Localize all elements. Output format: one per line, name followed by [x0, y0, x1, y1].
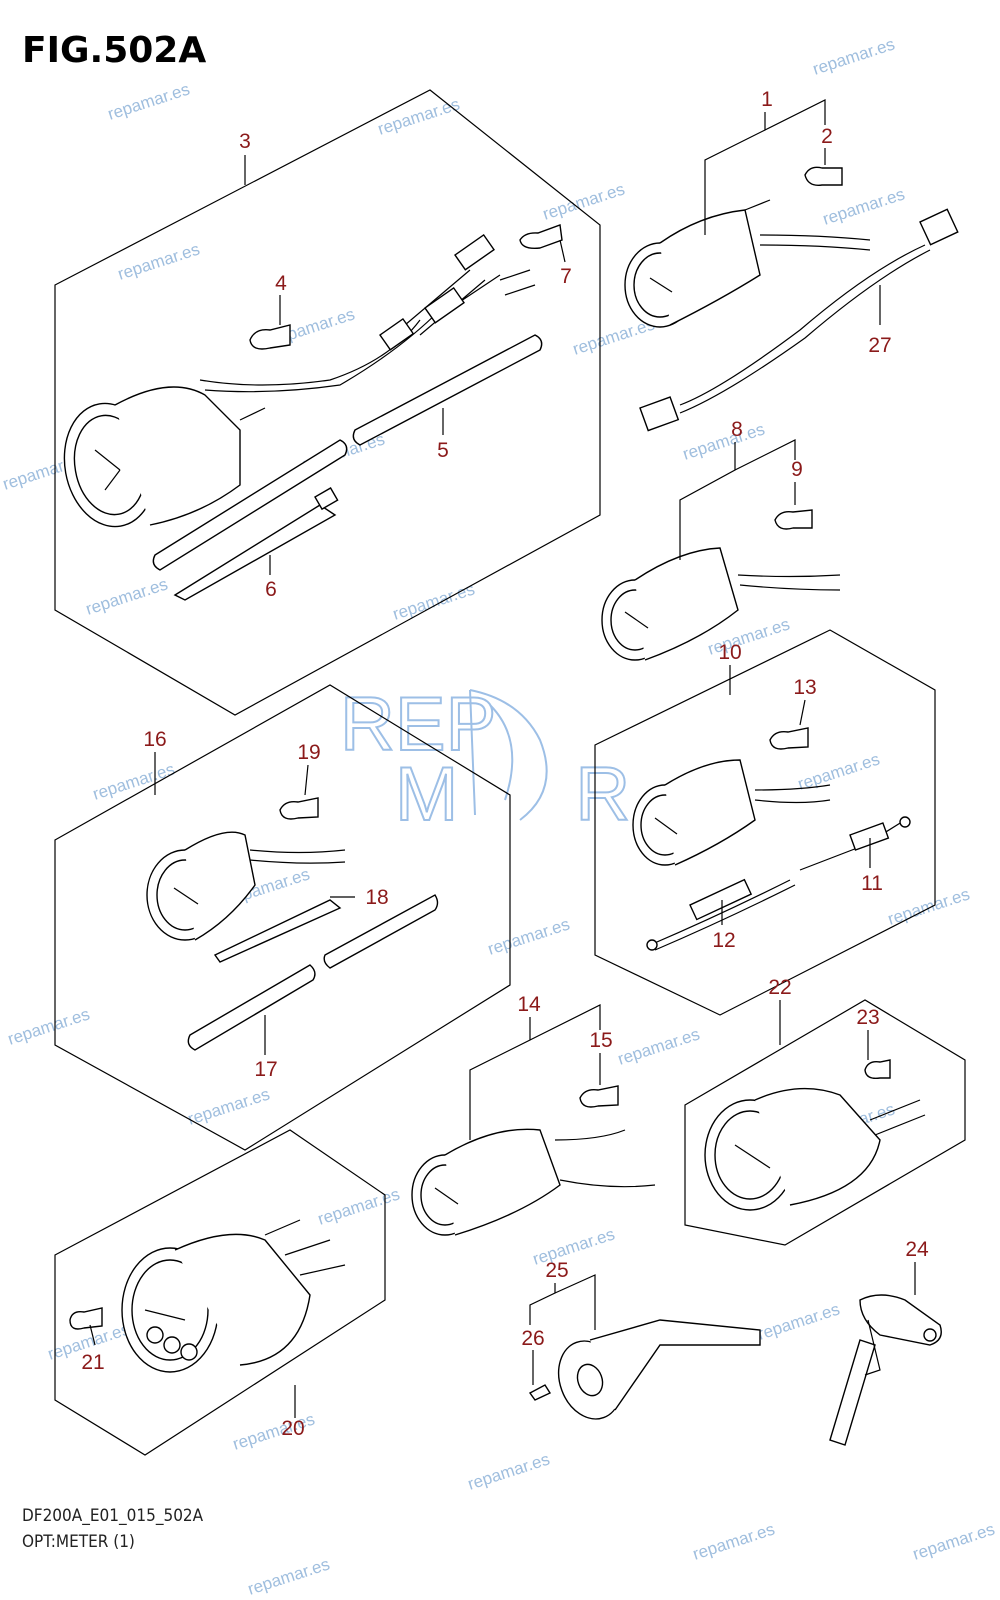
assembly-box-3	[54, 89, 601, 716]
callout-17: 17	[254, 1058, 277, 1081]
watermark: repamar.es	[5, 1004, 92, 1048]
watermark: repamar.es	[910, 1519, 997, 1563]
watermark: repamar.es	[245, 1554, 332, 1598]
callout-25: 25	[545, 1259, 568, 1282]
callout-1: 1	[761, 88, 773, 111]
callout-8: 8	[731, 418, 743, 441]
sensor-24	[829, 1294, 942, 1446]
watermark: repamar.es	[755, 1299, 842, 1343]
callout-20: 20	[281, 1417, 304, 1440]
diagram-description: OPT:METER (1)	[22, 1532, 135, 1552]
watermark: repamar.es	[465, 1449, 552, 1493]
watermark: repamar.es	[115, 239, 202, 283]
callout-labels: 1 2 3 4 5 6 7 8 9 10 11 12 13 14 15 16 1…	[81, 88, 929, 1440]
bracket-assembly-25	[528, 1319, 761, 1420]
diagram-code: DF200A_E01_015_502A	[22, 1506, 204, 1526]
callout-12: 12	[712, 929, 735, 952]
callout-10: 10	[718, 641, 741, 664]
callout-6: 6	[265, 578, 277, 601]
gauge-assembly-8	[601, 509, 841, 661]
watermark: repamar.es	[540, 179, 627, 223]
assembly-box-22	[684, 999, 966, 1246]
gauge-assembly-1	[624, 166, 959, 432]
watermark: repamar.es	[690, 1519, 777, 1563]
callout-27: 27	[868, 334, 891, 357]
callout-3: 3	[239, 130, 251, 153]
callout-18: 18	[365, 886, 388, 909]
callout-5: 5	[437, 439, 449, 462]
watermark: repamar.es	[83, 574, 170, 618]
callout-22: 22	[768, 976, 791, 999]
watermark: repamar.es	[795, 749, 882, 793]
watermark: repamar.es	[680, 419, 767, 463]
watermark: repamar.es	[315, 1184, 402, 1228]
callout-15: 15	[589, 1029, 612, 1052]
callout-11: 11	[861, 872, 883, 895]
figure-title: FIG.502A	[22, 30, 207, 71]
callout-2: 2	[821, 125, 833, 148]
repmar-logo: REP M R	[339, 681, 631, 838]
assembly-box-10	[594, 629, 936, 1016]
logo-sail-icon	[469, 689, 548, 821]
callout-4: 4	[275, 272, 287, 295]
callout-7: 7	[560, 265, 572, 288]
callout-19: 19	[297, 741, 320, 764]
watermark: repamar.es	[820, 184, 907, 228]
callout-21: 21	[81, 1351, 104, 1374]
callout-9: 9	[791, 458, 803, 481]
watermark: repamar.es	[105, 79, 192, 123]
watermark: repamar.es	[375, 94, 462, 138]
watermark: repamar.es	[810, 34, 897, 78]
watermark: repamar.es	[615, 1024, 702, 1068]
watermark: repamar.es	[530, 1224, 617, 1268]
callout-16: 16	[143, 728, 166, 751]
watermark: repamar.es	[90, 759, 177, 803]
watermark: repamar.es	[485, 914, 572, 958]
watermark: repamar.es	[390, 579, 477, 623]
watermark: repamar.es	[885, 884, 972, 928]
gauge-assembly-14	[411, 1085, 656, 1236]
assembly-box-20	[54, 1129, 386, 1456]
assembly-box-16	[54, 684, 511, 1151]
callout-26: 26	[521, 1327, 544, 1350]
callout-14: 14	[517, 993, 541, 1016]
callout-24: 24	[905, 1238, 929, 1261]
callout-13: 13	[793, 676, 816, 699]
watermark: repamar.es	[185, 1084, 272, 1128]
callout-23: 23	[856, 1006, 879, 1029]
leader-lines	[89, 99, 916, 1418]
